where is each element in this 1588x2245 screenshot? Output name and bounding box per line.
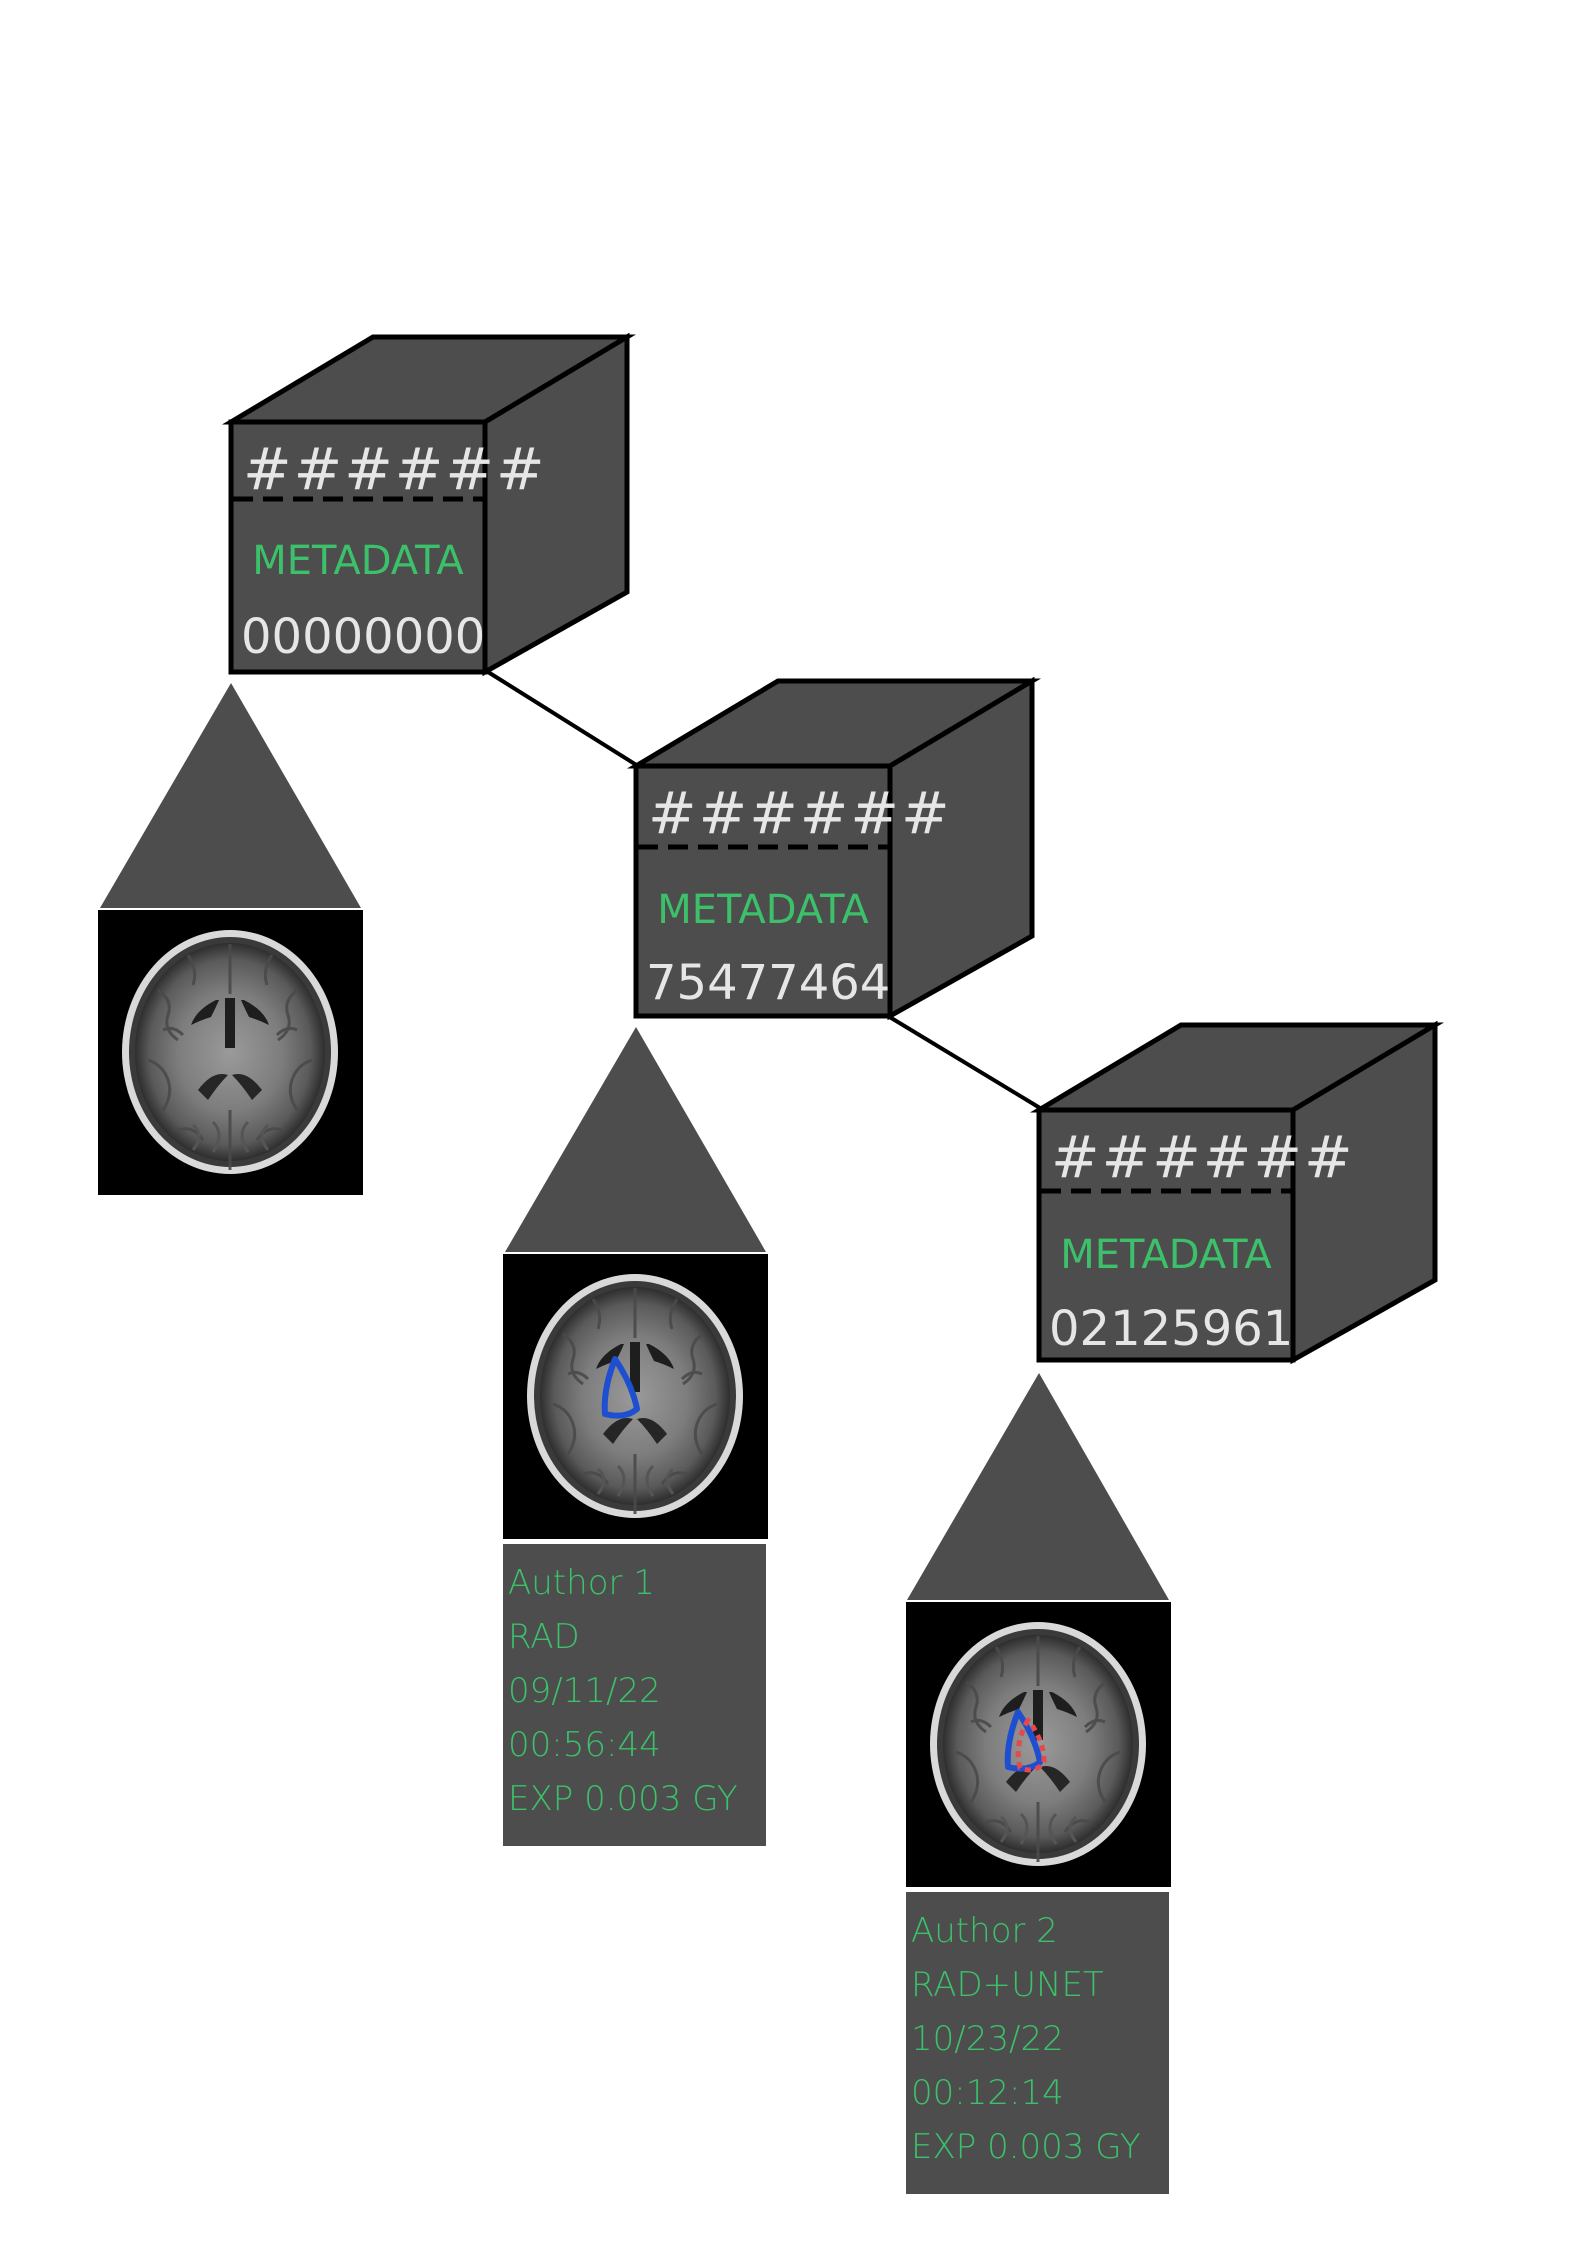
block-number: 75477464 <box>646 955 890 1011</box>
metadata-label: METADATA <box>657 887 869 933</box>
info-time: 00:56:44 <box>508 1725 661 1765</box>
info-author: Author 1 <box>508 1563 655 1603</box>
info-method: RAD+UNET <box>911 1965 1104 2005</box>
metadata-label: METADATA <box>1060 1232 1272 1278</box>
brain-image-3 <box>906 1602 1171 1887</box>
block-2: ###### METADATA 75477464 <box>636 681 1032 1016</box>
info-time: 00:12:14 <box>911 2073 1064 2113</box>
chain-link-1 <box>488 672 638 766</box>
block-number: 00000000 <box>241 609 485 665</box>
block-number: 02125961 <box>1049 1301 1293 1357</box>
block-hash: ###### <box>243 435 547 503</box>
info-exposure: EXP 0.003 GY <box>911 2127 1141 2167</box>
block-3-pointer <box>907 1373 1169 1600</box>
info-date: 10/23/22 <box>911 2019 1064 2059</box>
metadata-label: METADATA <box>252 538 464 584</box>
brain-image-2 <box>503 1254 768 1539</box>
brain-image-1 <box>98 910 363 1195</box>
block-3: ###### METADATA 02125961 <box>1039 1025 1435 1360</box>
chain-link-2 <box>888 1016 1040 1108</box>
block-1: ###### METADATA 00000000 <box>231 337 627 672</box>
info-method: RAD <box>508 1617 580 1657</box>
info-date: 09/11/22 <box>508 1671 661 1711</box>
block-hash: ###### <box>648 779 952 847</box>
block-hash: ###### <box>1051 1123 1355 1191</box>
info-author: Author 2 <box>911 1911 1058 1951</box>
block-1-pointer <box>100 683 361 908</box>
block-2-pointer <box>505 1027 766 1252</box>
info-exposure: EXP 0.003 GY <box>508 1779 738 1819</box>
